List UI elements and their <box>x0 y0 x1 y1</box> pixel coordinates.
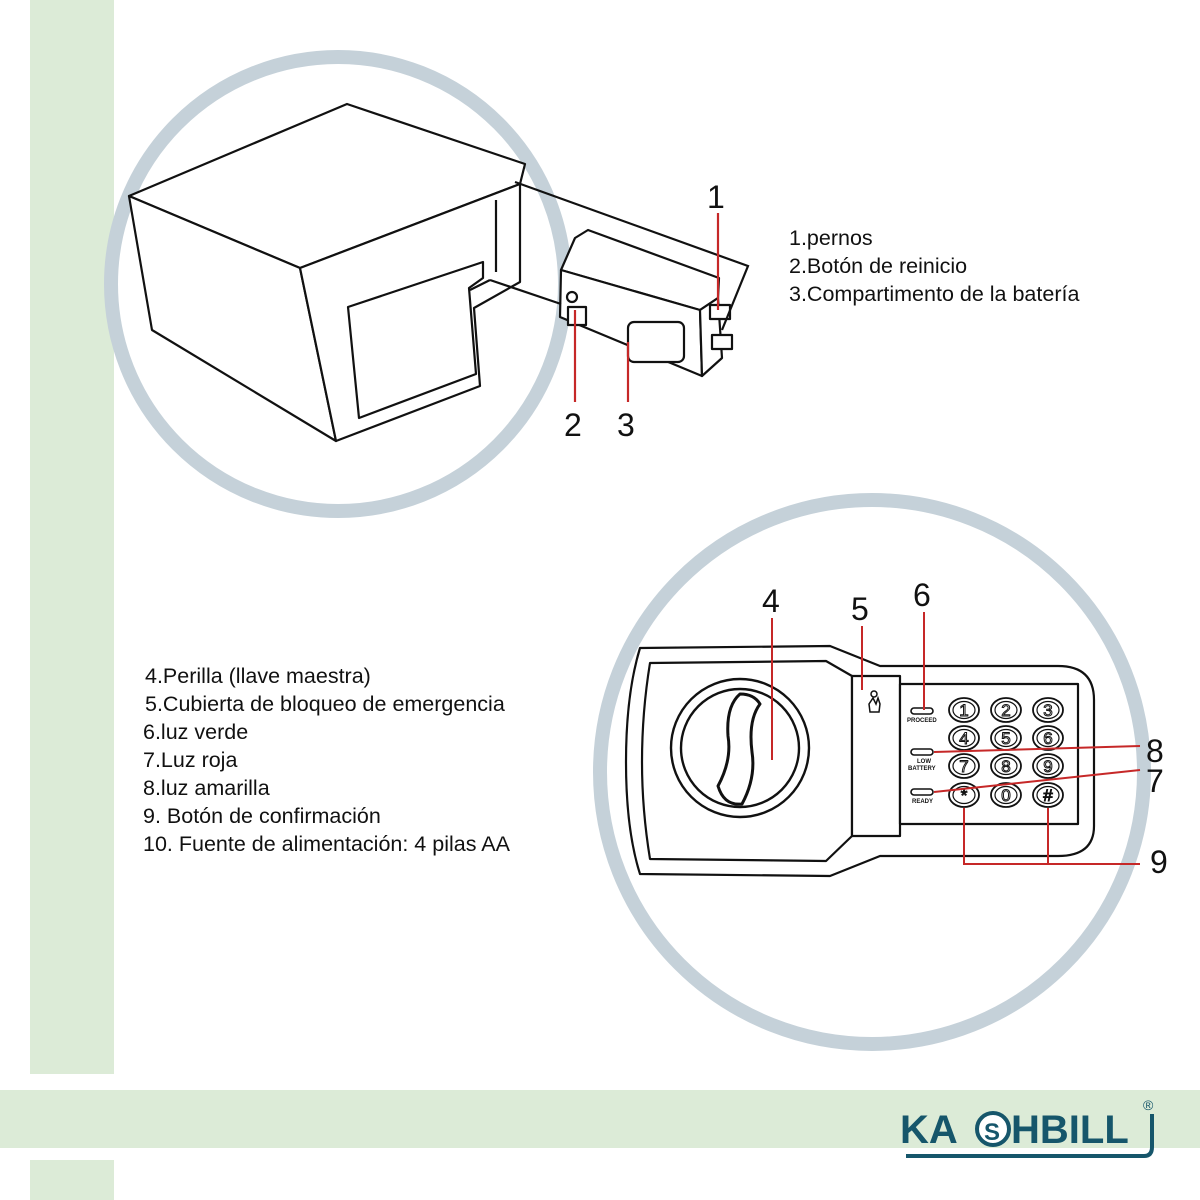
key-label: 1 <box>959 701 968 720</box>
reset-pin <box>565 290 579 304</box>
legend-item: 3.Compartimento de la batería <box>789 282 1080 306</box>
key-label: 0 <box>1001 786 1010 805</box>
keypad-key[interactable]: 8 <box>990 753 1022 779</box>
key-label: 4 <box>959 729 968 748</box>
led-red-ready <box>910 788 934 796</box>
legend-item: 7.Luz roja <box>143 748 238 772</box>
registered-mark: ® <box>1143 1097 1154 1113</box>
legend-item: 5.Cubierta de bloqueo de emergencia <box>145 692 505 716</box>
left-green-band <box>30 0 114 1074</box>
legend-item: 4.Perilla (llave maestra) <box>145 664 371 688</box>
brand-coin-letter: S <box>984 1119 1000 1146</box>
hand-lock-icon <box>868 690 881 713</box>
key-inner <box>952 700 976 720</box>
legend-bottom: 4.Perilla (llave maestra) 5.Cubierta de … <box>143 662 510 858</box>
key-label: 6 <box>1043 729 1052 748</box>
key-inner <box>952 785 976 805</box>
led-label-battery: BATTERY <box>908 766 936 772</box>
key-label: 9 <box>1043 757 1052 776</box>
key-inner <box>1036 700 1060 720</box>
callout-6: 6 <box>913 577 931 613</box>
emergency-lock-cover <box>850 674 902 838</box>
key-inner <box>1036 785 1060 805</box>
keypad-key[interactable]: * <box>948 782 980 808</box>
led-green-proceed <box>910 707 934 715</box>
key-inner <box>952 756 976 776</box>
callout-4: 4 <box>762 583 780 619</box>
brand-prefix: KA <box>900 1108 958 1152</box>
bolt-lower <box>710 333 734 351</box>
callout-9: 9 <box>1150 844 1168 880</box>
keypad-key[interactable]: 6 <box>1032 725 1064 751</box>
key-label: # <box>1043 786 1053 805</box>
key-inner <box>952 728 976 748</box>
led-label-low: LOW <box>917 759 931 765</box>
coin-icon <box>975 1111 1011 1147</box>
key-label: 5 <box>1001 729 1010 748</box>
corner-green-block <box>30 1160 114 1200</box>
legend-item: 6.luz verde <box>143 720 249 744</box>
callout-7: 7 <box>1146 763 1164 799</box>
callout-1: 1 <box>707 179 725 215</box>
key-inner <box>994 700 1018 720</box>
key-inner <box>994 756 1018 776</box>
callout-3: 3 <box>617 407 635 443</box>
key-label: 8 <box>1001 757 1010 776</box>
lock-module <box>558 228 734 378</box>
callout-5: 5 <box>851 591 869 627</box>
keypad-key[interactable]: 3 <box>1032 697 1064 723</box>
key-inner <box>1036 756 1060 776</box>
kashbill-logo: KA S HBILL ® <box>900 1097 1154 1158</box>
bottom-leader-lines <box>771 612 1141 865</box>
legend-item: 9. Botón de confirmación <box>143 804 381 828</box>
callout-8: 8 <box>1146 733 1164 769</box>
legend-item: 8.luz amarilla <box>143 776 270 800</box>
keypad-key[interactable]: # <box>1032 782 1064 808</box>
extension-lines <box>489 180 750 331</box>
keypad-key[interactable]: 5 <box>990 725 1022 751</box>
keypad-key[interactable]: 0 <box>990 782 1022 808</box>
brand-suffix: HBILL <box>1011 1108 1129 1152</box>
key-label: * <box>961 786 968 805</box>
keypad-keys: 1 2 3 4 5 6 7 8 9 * 0 # <box>948 697 1064 808</box>
brand-underline <box>906 1114 1154 1158</box>
led-label-proceed: PROCEED <box>907 718 937 724</box>
key-label: 3 <box>1043 701 1052 720</box>
keypad-key[interactable]: 9 <box>1032 753 1064 779</box>
reset-button-shape <box>566 305 588 327</box>
bottom-detail-circle <box>593 493 1151 1051</box>
key-label: 2 <box>1001 701 1010 720</box>
key-inner <box>1036 728 1060 748</box>
battery-compartment-shape <box>626 320 686 364</box>
keypad-key[interactable]: 4 <box>948 725 980 751</box>
keypad-key[interactable]: 2 <box>990 697 1022 723</box>
master-key-knob <box>669 677 811 819</box>
callout-2: 2 <box>564 407 582 443</box>
legend-top: 1.pernos 2.Botón de reinicio 3.Compartim… <box>789 224 1079 308</box>
led-indicators <box>910 707 934 796</box>
top-leader-lines <box>573 213 720 402</box>
legend-item: 10. Fuente de alimentación: 4 pilas AA <box>143 832 510 856</box>
led-yellow-low-battery <box>910 748 934 756</box>
key-inner <box>994 728 1018 748</box>
legend-item: 2.Botón de reinicio <box>789 254 968 278</box>
key-label: 7 <box>959 757 968 776</box>
safe-body <box>127 102 527 443</box>
keypad-key[interactable]: 1 <box>948 697 980 723</box>
led-label-ready: READY <box>912 799 933 805</box>
keypad-key[interactable]: 7 <box>948 753 980 779</box>
legend-item: 1.pernos <box>789 226 873 250</box>
key-inner <box>994 785 1018 805</box>
